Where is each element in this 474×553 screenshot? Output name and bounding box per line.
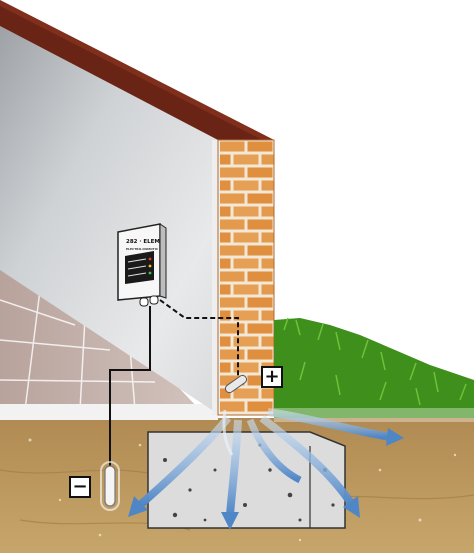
moisture-flow-arrows (128, 408, 404, 530)
cathode-negative-sign: − (69, 476, 91, 498)
cathode-wire (109, 306, 151, 468)
control-unit-side (159, 223, 167, 299)
moisture-arrow-right-head (343, 496, 360, 518)
anode-electrode (224, 374, 248, 394)
anode-positive-sign: + (261, 366, 283, 388)
wall-edge (212, 140, 220, 415)
anode-wire (159, 299, 239, 380)
moisture-arrow-far-right (267, 408, 391, 441)
control-unit: 282 · ELEM ELECTRO-OSMOTIC (117, 223, 167, 307)
cathode-glow (100, 461, 120, 511)
ground-line (274, 408, 474, 422)
moisture-arrow-far-right-head (386, 428, 404, 446)
moisture-arrow-center (246, 418, 302, 484)
wiring (109, 299, 239, 468)
roof-trim-edge (0, 0, 274, 146)
control-unit-cable-gland (139, 297, 149, 307)
moisture-arrow-right (259, 414, 356, 508)
moisture-arrow-down-left (226, 419, 242, 516)
control-unit-cable-gland-2 (149, 295, 159, 305)
interior-wall (0, 26, 218, 414)
moisture-arrow-down-left-head (221, 512, 239, 530)
moisture-flow-highlight (222, 409, 234, 456)
concrete-footing (147, 431, 346, 529)
moisture-arrow-left-head (128, 496, 148, 517)
control-unit-indicators (127, 257, 152, 277)
moisture-arrow-left (137, 415, 232, 509)
control-unit-subtitle: ELECTRO-OSMOTIC (126, 247, 159, 251)
floor-grout (0, 289, 156, 411)
brick-wall-outline (217, 139, 275, 416)
grass (274, 318, 474, 418)
control-unit-brand: 282 · ELEM (126, 239, 160, 245)
grass-blades (283, 317, 467, 406)
cathode-electrode (104, 465, 116, 507)
